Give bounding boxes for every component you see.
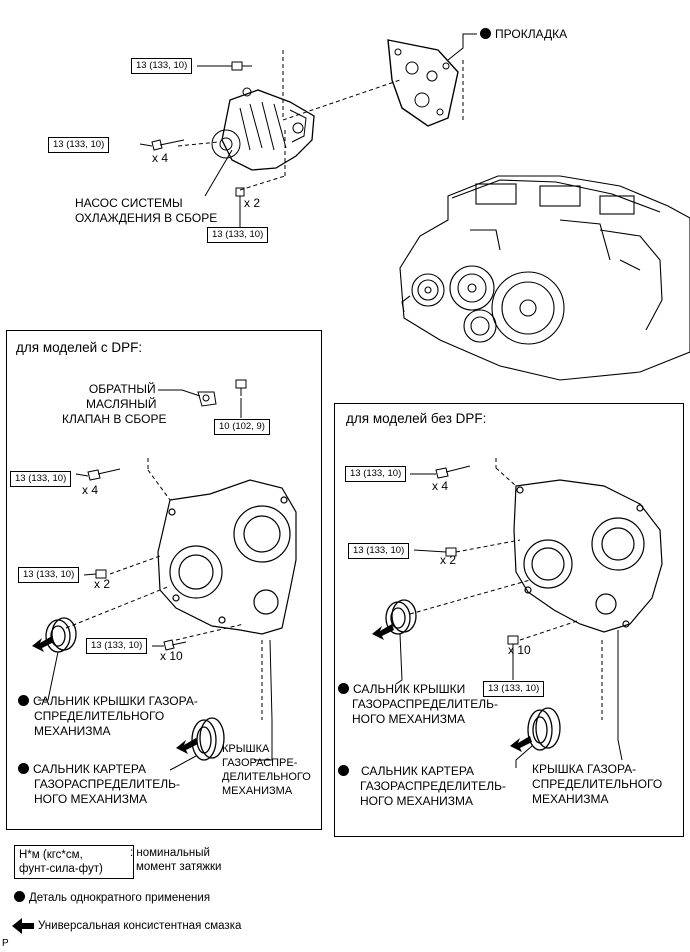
torque-spec: 13 (133, 10) <box>18 567 80 583</box>
torque-spec: 13 (133, 10) <box>10 471 72 487</box>
torque-unit-legend: Н*м (кгс*см, фунт-сила-фут) <box>14 845 134 879</box>
torque-spec: 13 (133, 10) <box>86 638 148 654</box>
dpf-cover-drawing <box>157 479 297 635</box>
timing-case-seal-label: САЛЬНИК КАРТЕРА ГАЗОРАСПРЕДЕЛИТЕЛЬ- НОГО… <box>338 764 506 809</box>
dpf-timing-case-seal-drawing <box>191 717 225 761</box>
dpf-bolts <box>87 468 187 651</box>
torque-spec: 13 (133, 10) <box>483 681 545 697</box>
grease-arrow-icon <box>372 624 394 640</box>
grease-arrow-icon <box>12 918 34 934</box>
one-time-use-dot-icon <box>480 28 491 39</box>
timing-cover-seal-label: САЛЬНИК КРЫШКИ ГАЗОРА- СПРЕДЕЛИТЕЛЬНОГО … <box>18 694 198 739</box>
one-time-use-legend: Деталь однократного применения <box>14 891 210 905</box>
dpf-models-panel <box>6 330 322 830</box>
grease-arrow-icon <box>176 738 198 754</box>
quantity-label: x 10 <box>508 643 531 657</box>
dpf-valve-drawing <box>158 379 247 418</box>
engine-block-drawing <box>399 175 690 381</box>
gasket-drawing <box>387 39 459 127</box>
one-time-use-dot-icon <box>338 683 349 694</box>
torque-spec: 13 (133, 10) <box>207 227 269 243</box>
oil-check-valve-label: ОБРАТНЫЙ МАСЛЯНЫЙ КЛАПАН В СБОРЕ <box>62 382 167 426</box>
timing-cover-label: КРЫШКА ГАЗОРА- СПРЕДЕЛИТЕЛЬНОГО МЕХАНИЗМ… <box>532 762 663 806</box>
quantity-label: x 10 <box>160 649 183 663</box>
timing-case-seal-label: САЛЬНИК КАРТЕРА ГАЗОРАСПРЕДЕЛИТЕЛЬ- НОГО… <box>18 762 180 807</box>
one-time-use-dot-icon <box>18 763 29 774</box>
quantity-label: x 4 <box>152 151 169 165</box>
one-time-use-dot-icon <box>18 695 29 706</box>
nodpf-cover-drawing <box>513 479 663 633</box>
top-bolts <box>151 61 252 197</box>
gasket-label: ПРОКЛАДКА <box>480 27 567 42</box>
torque-spec: 13 (133, 10) <box>348 543 410 559</box>
torque-spec: 13 (133, 10) <box>345 466 407 482</box>
quantity-label: x 4 <box>82 483 99 497</box>
torque-spec: 10 (102, 9) <box>214 419 270 435</box>
timing-cover-label: КРЫШКА ГАЗОРАСПРЕ- ДЕЛИТЕЛЬНОГО МЕХАНИЗМ… <box>222 743 311 797</box>
grease-arrow-icon <box>32 636 54 652</box>
nodpf-timing-case-seal-drawing <box>527 707 561 751</box>
quantity-label: x 4 <box>432 479 449 493</box>
torque-unit-description: : номинальный момент затяжки <box>130 847 222 873</box>
grease-legend: Универсальная консистентная смазка <box>38 920 242 932</box>
panel-title: для моделей без DPF: <box>346 411 487 426</box>
quantity-label: x 2 <box>94 577 111 591</box>
corner-mark: P <box>2 938 9 949</box>
non-dpf-models-panel <box>334 403 684 837</box>
water-pump-drawing <box>211 87 315 171</box>
nodpf-timing-cover-seal-drawing <box>385 599 417 635</box>
one-time-use-dot-icon <box>14 891 25 902</box>
dpf-timing-cover-seal-drawing <box>45 617 77 653</box>
grease-arrow-icon <box>510 736 532 752</box>
timing-cover-seal-label: САЛЬНИК КРЫШКИ ГАЗОРАСПРЕДЕЛИТЕЛЬ- НОГО … <box>338 682 498 727</box>
torque-spec: 13 (133, 10) <box>48 137 110 153</box>
nodpf-bolts <box>435 465 519 652</box>
quantity-label: x 2 <box>440 553 457 567</box>
one-time-use-dot-icon <box>338 765 349 776</box>
torque-spec: 13 (133, 10) <box>131 58 193 74</box>
panel-title: для моделей с DPF: <box>16 340 143 355</box>
quantity-label: x 2 <box>244 196 261 210</box>
